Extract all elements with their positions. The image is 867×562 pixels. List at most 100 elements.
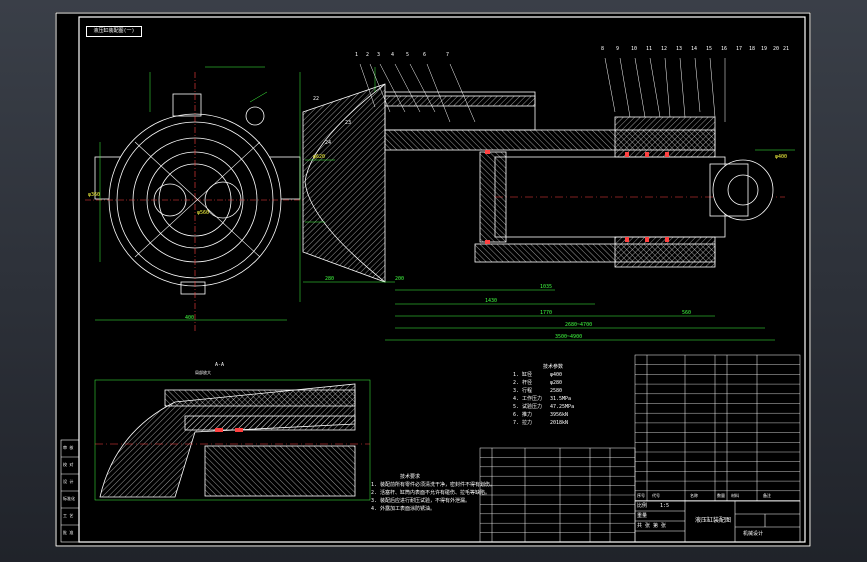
end-view-lug — [245, 106, 265, 126]
front-gland — [614, 116, 716, 158]
perf-value-1: φ400 — [550, 372, 563, 378]
title-block-school: 机械设计 — [743, 531, 764, 537]
bom-header-3: 名称 — [690, 493, 698, 498]
part-balloon-13: 13 — [676, 46, 683, 52]
perf-label-4: 4. 工作压力 — [513, 396, 543, 402]
part-balloon-4: 4 — [391, 52, 395, 58]
title-block-name: 液压缸装配图 — [695, 517, 732, 524]
perf-label-5: 5. 试验压力 — [513, 404, 543, 410]
dim-left-1: φ360 — [88, 192, 101, 198]
part-balloon-5: 5 — [406, 52, 410, 58]
seals — [485, 150, 669, 244]
bom-header-2: 代号 — [652, 493, 660, 498]
part-balloon-10: 10 — [631, 46, 638, 52]
dim-left-3: φ620 — [313, 154, 326, 160]
perf-value-4: 31.5MPa — [550, 396, 572, 402]
part-balloon-11: 11 — [646, 46, 653, 52]
bom-rows — [635, 364, 800, 501]
perf-label-3: 3. 行程 — [513, 388, 533, 394]
part-balloon-15: 15 — [706, 46, 713, 52]
end-view-bottom-boss — [180, 281, 206, 295]
part-balloon-1: 1 — [355, 52, 359, 58]
outer-border — [55, 12, 811, 547]
drawing-canvas — [55, 12, 811, 547]
perf-value-2: φ280 — [550, 380, 563, 386]
perf-value-7: 2018kN — [550, 420, 569, 426]
bom-header-4: 数量 — [717, 493, 725, 498]
detail-label: 局部放大 — [195, 370, 211, 375]
dim-1430: 1430 — [485, 298, 498, 304]
part-balloon-18: 18 — [749, 46, 756, 52]
part-balloon-20: 20 — [773, 46, 780, 52]
part-balloon-6: 6 — [423, 52, 427, 58]
balloon-leaders — [359, 57, 726, 123]
part-balloon-24: 24 — [325, 140, 332, 146]
side-strip-label-6: 批 准 — [63, 530, 74, 535]
perf-label-6: 6. 推力 — [513, 412, 533, 418]
end-view-top-boss — [172, 93, 202, 117]
inner-border — [78, 16, 806, 543]
dim-1770: 1770 — [540, 310, 553, 316]
dim-280: 280 — [325, 276, 335, 282]
part-balloon-14: 14 — [691, 46, 698, 52]
bom-header-1: 序号 — [637, 493, 645, 498]
title-block-weight-label: 重量 — [637, 513, 648, 519]
side-strip-label-1: 审 核 — [63, 445, 74, 450]
drawing-sheet[interactable]: 液压缸装配图(一) A-A 局部放大 1035 1430 1770 2680~4… — [55, 12, 811, 547]
part-balloon-21: 21 — [783, 46, 790, 52]
part-balloon-12: 12 — [661, 46, 668, 52]
perf-value-3: 2580 — [550, 388, 563, 394]
tech-req-line-3: 3. 装配后应进行耐压试验，不得有外泄漏。 — [371, 498, 471, 504]
title-block-sheet-label: 共 张 第 张 — [637, 523, 667, 529]
bom-table — [634, 354, 801, 502]
title-block — [634, 500, 801, 543]
perf-label-2: 2. 杆径 — [513, 380, 533, 386]
bom-lower-rows — [480, 457, 635, 543]
side-strip — [60, 439, 80, 543]
side-strip-label-4: 标准化 — [63, 496, 75, 501]
dim-overall: 3500~4900 — [555, 334, 583, 340]
part-balloon-9: 9 — [616, 46, 620, 52]
title-block-scale: 1:5 — [660, 503, 670, 509]
part-balloon-8: 8 — [601, 46, 605, 52]
part-balloon-23: 23 — [345, 120, 352, 126]
detail-view — [94, 379, 371, 501]
side-strip-label-3: 设 计 — [63, 479, 74, 484]
section-label: A-A — [215, 362, 225, 368]
tech-req-line-2: 2. 活塞杆、缸筒内表面不允许有碰伤、拉毛等缺陷。 — [371, 490, 491, 496]
part-balloon-2: 2 — [366, 52, 370, 58]
side-strip-label-2: 校 对 — [63, 462, 74, 467]
bom-header-6: 备注 — [763, 493, 771, 498]
end-view-dims — [95, 66, 287, 321]
main-section — [302, 83, 785, 283]
part-balloon-17: 17 — [736, 46, 743, 52]
dim-560: 560 — [682, 310, 692, 316]
top-port-block — [384, 91, 536, 131]
dim-left-2: φ560 — [197, 210, 210, 216]
part-balloon-19: 19 — [761, 46, 768, 52]
dim-200: 200 — [395, 276, 405, 282]
tech-req-line-4: 4. 外露加工表面涂防锈油。 — [371, 506, 436, 512]
drawing-title-box: 液压缸装配图(一) — [86, 26, 142, 37]
part-balloon-22: 22 — [313, 96, 320, 102]
dim-stroke: 2680~4700 — [565, 322, 593, 328]
perf-value-5: 47.25MPa — [550, 404, 575, 410]
dim-left-4: φ400 — [775, 154, 788, 160]
perf-title: 技术参数 — [543, 364, 564, 370]
perf-label-1: 1. 缸径 — [513, 372, 533, 378]
main-section-dims — [299, 67, 795, 341]
side-strip-label-5: 工 艺 — [63, 513, 74, 518]
tech-req-line-1: 1. 装配前所有零件必须清洗干净，密封件不得有划伤。 — [371, 482, 496, 488]
tech-req-title: 技术要求 — [400, 474, 421, 480]
rod-eye — [712, 159, 774, 221]
bom-header-5: 材料 — [731, 493, 739, 498]
piston — [479, 151, 507, 243]
end-view — [85, 72, 305, 332]
dim-1035: 1035 — [540, 284, 553, 290]
perf-label-7: 7. 拉力 — [513, 420, 533, 426]
title-block-scale-label: 比例 — [637, 503, 648, 509]
rear-cap — [302, 83, 386, 283]
part-balloon-7: 7 — [446, 52, 450, 58]
dim-400: 400 — [185, 315, 195, 321]
